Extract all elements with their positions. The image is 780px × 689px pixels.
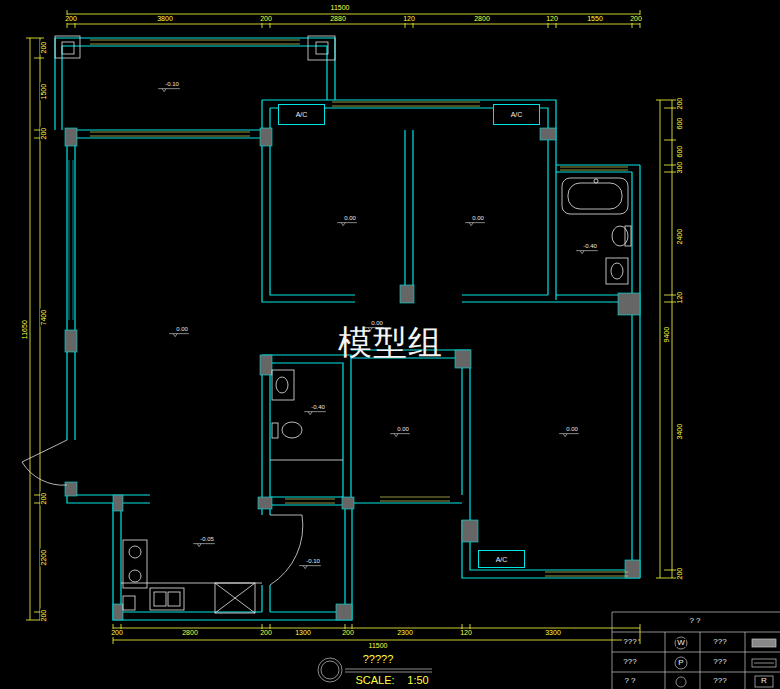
dimension-text: 600 bbox=[676, 117, 683, 131]
elevation-symbol bbox=[304, 412, 326, 415]
elevation-symbol bbox=[169, 334, 189, 337]
elevation-symbol bbox=[465, 223, 485, 226]
drawing-title: ????? bbox=[362, 654, 395, 666]
dimension-text: 2300 bbox=[396, 629, 414, 636]
scale-note: 1:50 bbox=[406, 675, 429, 687]
dimension-text: 11650 bbox=[20, 320, 27, 341]
table-cell: ??? bbox=[712, 677, 727, 685]
ac-unit-box: A/C bbox=[278, 104, 325, 125]
table-cell: R bbox=[760, 677, 768, 685]
dimension-text: 11500 bbox=[330, 4, 351, 11]
elevation-mark: 0.00 bbox=[565, 426, 579, 432]
windows bbox=[69, 40, 628, 576]
elevation-symbol bbox=[390, 434, 410, 437]
dimension-text: 7400 bbox=[40, 309, 47, 327]
dimension-text: 200 bbox=[341, 629, 355, 636]
ac-unit-box: A/C bbox=[478, 550, 525, 568]
table-cell: ??? bbox=[712, 638, 727, 646]
dimension-text: 120 bbox=[545, 15, 559, 22]
table-cell: ? ? bbox=[623, 677, 636, 685]
ac-label: A/C bbox=[296, 111, 308, 118]
dimension-text: 2800 bbox=[181, 629, 199, 636]
elevation-symbol bbox=[158, 89, 180, 92]
elevation-mark: -0.10 bbox=[164, 81, 180, 87]
dimension-text: 200 bbox=[629, 15, 643, 22]
table-cell: ??? bbox=[712, 658, 727, 666]
dimension-text: 3400 bbox=[676, 423, 683, 441]
dimension-text: 200 bbox=[40, 41, 47, 55]
elevation-mark: 0.00 bbox=[343, 215, 357, 221]
dimension-text: 120 bbox=[459, 629, 473, 636]
elevation-mark: 0.00 bbox=[471, 215, 485, 221]
dimension-text: 200 bbox=[40, 127, 47, 141]
dimension-text: 2200 bbox=[40, 549, 47, 567]
table-cell: ? ? bbox=[688, 617, 701, 625]
dimension-text: 1300 bbox=[294, 629, 312, 636]
dimension-text: 1500 bbox=[40, 83, 47, 101]
dimension-text: 200 bbox=[676, 567, 683, 581]
dimension-text: 600 bbox=[676, 145, 683, 159]
elevation-symbol bbox=[299, 566, 321, 569]
balcony-posts bbox=[55, 36, 335, 60]
dimension-lines bbox=[26, 10, 676, 644]
ac-label: A/C bbox=[496, 556, 508, 563]
elevation-symbol bbox=[337, 223, 357, 226]
elevation-mark: -0.05 bbox=[199, 536, 215, 542]
table-cell: P bbox=[677, 659, 684, 667]
elevation-mark: 0.00 bbox=[175, 326, 189, 332]
dimension-text: 120 bbox=[402, 15, 416, 22]
dimension-text: 2400 bbox=[676, 228, 683, 246]
legend-table bbox=[612, 612, 780, 689]
table-cell: ??? bbox=[622, 638, 637, 646]
dimension-text: 200 bbox=[110, 629, 124, 636]
dimension-text: 3300 bbox=[544, 629, 562, 636]
dimension-text: 200 bbox=[676, 97, 683, 111]
elevation-mark: 0.00 bbox=[396, 426, 410, 432]
ac-label: A/C bbox=[511, 111, 523, 118]
elevation-symbol bbox=[559, 434, 579, 437]
watermark: 模型组 bbox=[337, 325, 444, 361]
dimension-text: 200 bbox=[40, 609, 47, 623]
elevation-mark: -0.40 bbox=[582, 243, 598, 249]
dimension-text: 3800 bbox=[156, 15, 174, 22]
dimension-text: 200 bbox=[259, 629, 273, 636]
walls bbox=[55, 38, 640, 620]
elevation-mark: -0.10 bbox=[305, 558, 321, 564]
elevation-symbol bbox=[576, 251, 598, 254]
dimension-text: 9400 bbox=[663, 326, 670, 344]
table-cell: ??? bbox=[622, 658, 637, 666]
dimension-text: 200 bbox=[40, 492, 47, 506]
dimension-text: 300 bbox=[676, 161, 683, 175]
scale-note: SCALE: bbox=[354, 675, 395, 687]
dimension-text: 120 bbox=[676, 291, 683, 305]
table-cell: W bbox=[676, 639, 686, 647]
dimension-text: 1550 bbox=[586, 15, 604, 22]
elevation-mark: -0.40 bbox=[310, 404, 326, 410]
dimension-text: 2800 bbox=[473, 15, 491, 22]
dimension-text: 200 bbox=[259, 15, 273, 22]
fixtures bbox=[121, 178, 631, 613]
dimension-text: 200 bbox=[64, 15, 78, 22]
elevation-symbol bbox=[193, 544, 215, 547]
columns bbox=[65, 128, 640, 620]
dimension-text: 11500 bbox=[368, 642, 389, 649]
ac-unit-box: A/C bbox=[493, 104, 540, 125]
dimension-text: 2880 bbox=[329, 15, 347, 22]
doors bbox=[22, 440, 303, 585]
